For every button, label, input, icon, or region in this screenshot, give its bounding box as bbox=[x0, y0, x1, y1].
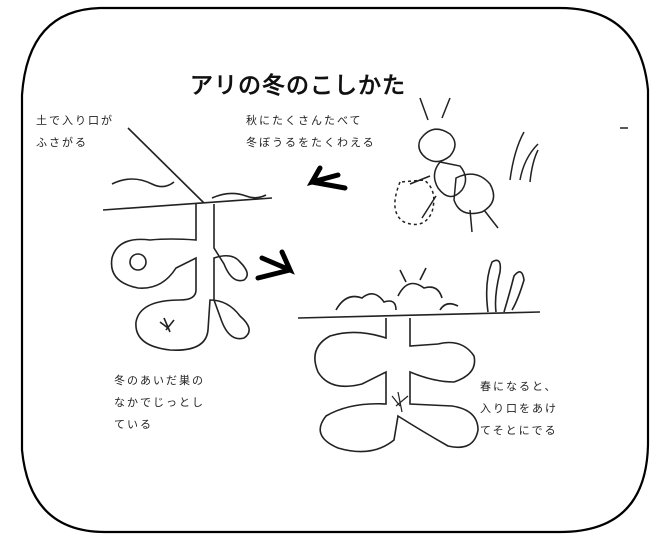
ground-line-left bbox=[103, 198, 272, 210]
dirt-mound-1 bbox=[112, 179, 174, 187]
nest-icon-right bbox=[315, 318, 478, 452]
dirt-mound-2 bbox=[212, 193, 266, 198]
nest-icon bbox=[112, 204, 250, 350]
dirt-mound-3 bbox=[336, 294, 396, 310]
label-winter-sleep: 冬のあいだ巣の なかでじっとし ている bbox=[114, 370, 205, 436]
left-arrow-icon bbox=[312, 168, 345, 188]
pointer-line bbox=[128, 128, 204, 203]
ant-icon bbox=[395, 98, 498, 232]
ant-on-mound bbox=[398, 268, 442, 298]
grass-icon bbox=[510, 132, 538, 182]
label-spring-out: 春になると、 入り口をあけ てそとにでる bbox=[480, 376, 558, 442]
label-summer-food: 秋にたくさんたべて 冬ぼうるをたくわえる bbox=[246, 110, 376, 154]
left-scene bbox=[103, 128, 272, 350]
label-entrance-closed: 土で入り口が ふさがる bbox=[36, 110, 114, 154]
page-title: アリの冬のこしかた bbox=[190, 66, 406, 100]
ground-line-right bbox=[298, 312, 540, 318]
leaf-icon bbox=[487, 260, 524, 312]
dirt-mound-4 bbox=[440, 304, 458, 310]
right-arrow-icon bbox=[258, 252, 290, 278]
